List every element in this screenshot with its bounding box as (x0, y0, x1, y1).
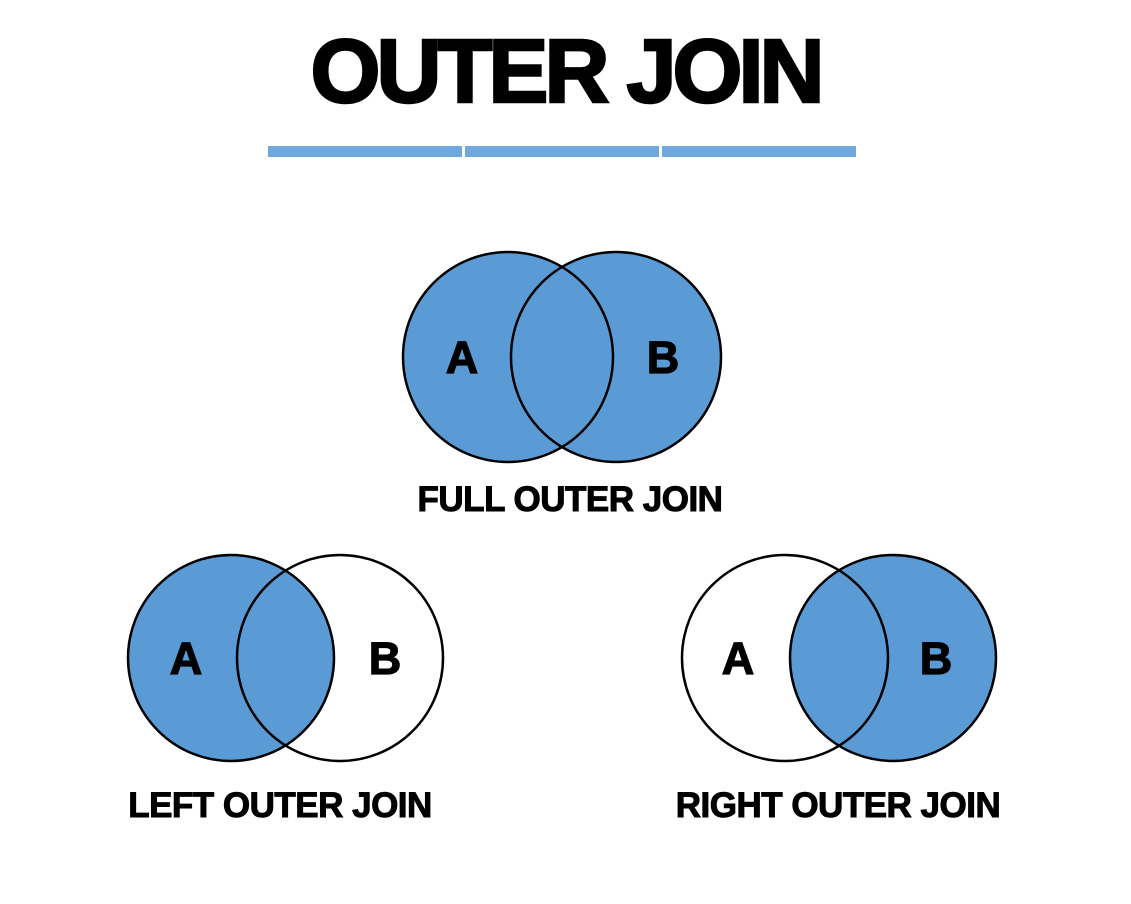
circle-b-outline (788, 553, 998, 763)
circle-b-fill (511, 252, 721, 462)
caption-full-outer-join: FULL OUTER JOIN (417, 480, 723, 520)
venn-full-outer-join: A B (401, 250, 723, 464)
page-title: OUTER JOIN (309, 21, 826, 124)
circle-b-label: B (369, 633, 402, 684)
circle-b-fill (790, 555, 996, 761)
circle-b-label: B (920, 633, 953, 684)
circle-a-label: A (722, 633, 755, 684)
circle-a-outline (126, 553, 336, 763)
circle-b-outline (235, 553, 445, 763)
title-underline (268, 146, 856, 157)
circle-b-outline (509, 250, 723, 464)
venn-right-outer-join: A B (680, 553, 998, 763)
circle-a-fill (128, 555, 334, 761)
circle-a-outline (401, 250, 615, 464)
circle-a-label: A (170, 633, 203, 684)
venn-left-outer-join: A B (126, 553, 445, 763)
circle-b-label: B (647, 332, 680, 383)
caption-left-outer-join: LEFT OUTER JOIN (128, 786, 433, 826)
circle-a-outline (680, 553, 890, 763)
underline-segment (268, 146, 462, 157)
underline-segment (465, 146, 659, 157)
circle-a-label: A (446, 332, 479, 383)
caption-right-outer-join: RIGHT OUTER JOIN (675, 786, 1001, 826)
underline-segment (662, 146, 856, 157)
